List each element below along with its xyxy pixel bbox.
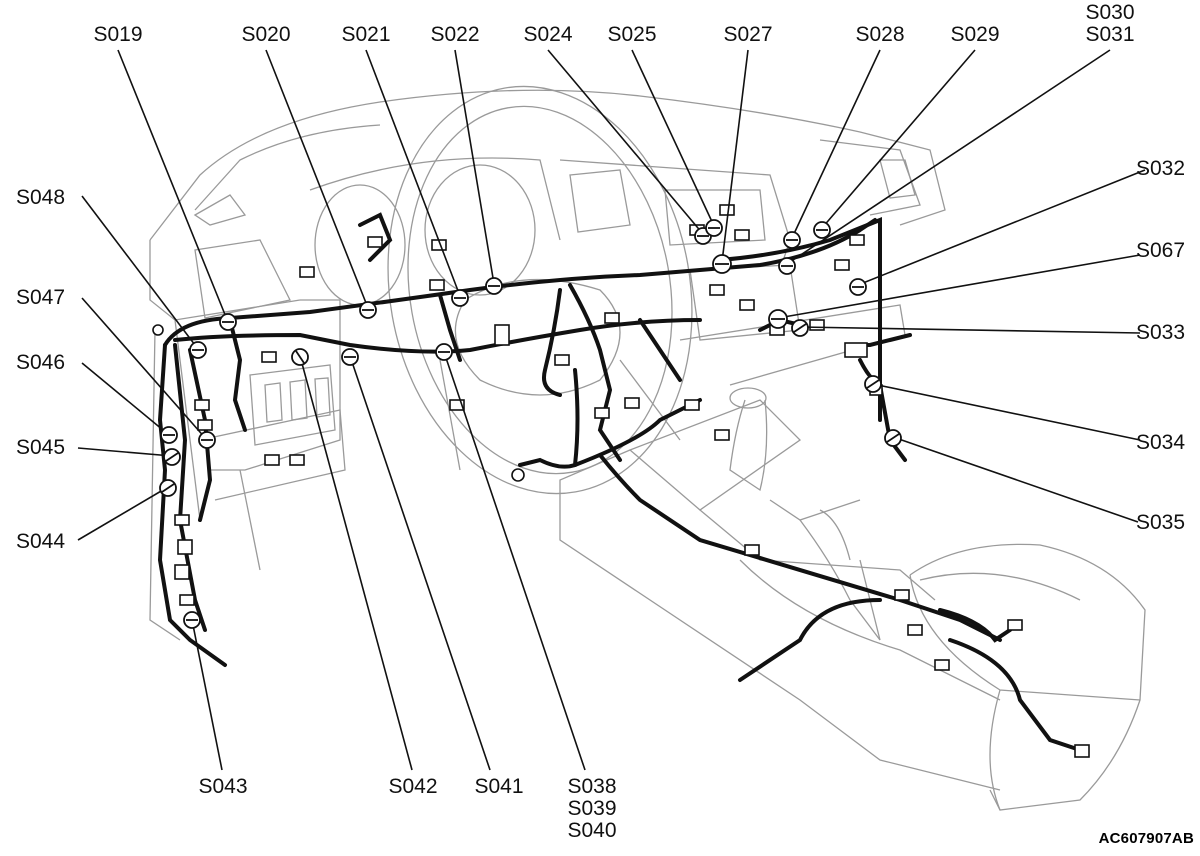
label-s042: S042 [388,775,438,798]
label-s047: S047 [16,286,66,309]
label-s045: S045 [16,436,66,459]
splice-marker-s067 [768,309,788,329]
splice-marker-s045 [163,448,181,466]
splice-marker-s042 [291,348,309,366]
splice-marker-s041 [341,348,359,366]
splice-marker-s030-s031 [778,257,796,275]
label-s024: S024 [523,23,573,46]
leader-lines [77,49,1146,771]
dashboard-outline [149,85,1146,811]
label-s022: S022 [430,23,480,46]
splice-marker-s021 [451,289,469,307]
label-s048: S048 [16,186,66,209]
wiring-harness [157,212,1082,752]
splice-markers [159,219,902,629]
label-s019: S019 [93,23,143,46]
label-s044: S044 [16,530,66,553]
splice-marker-s038-s040 [435,343,453,361]
label-s041: S041 [474,775,524,798]
splice-marker-s044 [159,479,177,497]
splice-marker-s034 [864,375,882,393]
splice-marker-s035 [884,429,902,447]
label-s032: S032 [1136,157,1186,180]
label-s034: S034 [1136,431,1186,454]
label-s033: S033 [1136,321,1186,344]
splice-marker-s029 [813,221,831,239]
splice-marker-s043 [183,611,201,629]
splice-marker-s033 [791,319,809,337]
label-s021: S021 [341,23,391,46]
splice-marker-s025 [705,219,723,237]
label-s046: S046 [16,351,66,374]
splice-marker-s022 [485,277,503,295]
splice-marker-s046 [160,426,178,444]
label-s020: S020 [241,23,291,46]
splice-marker-s048 [189,341,207,359]
label-s067: S067 [1136,239,1186,262]
splice-marker-s032 [849,278,867,296]
splice-marker-s027 [712,254,732,274]
label-s027: S027 [723,23,773,46]
label-s035: S035 [1136,511,1186,534]
label-s043: S043 [198,775,248,798]
label-s028: S028 [855,23,905,46]
figure-id: AC607907AB [1098,830,1194,847]
label-s025: S025 [607,23,657,46]
label-s038-s039-s040: S038 S039 S040 [567,775,617,842]
splice-marker-s047 [198,431,216,449]
splice-marker-s020 [359,301,377,319]
label-s030-s031: S030 S031 [1085,1,1135,46]
label-s029: S029 [950,23,1000,46]
splice-marker-s028 [783,231,801,249]
connectors [174,204,1090,758]
splice-marker-s019 [219,313,237,331]
